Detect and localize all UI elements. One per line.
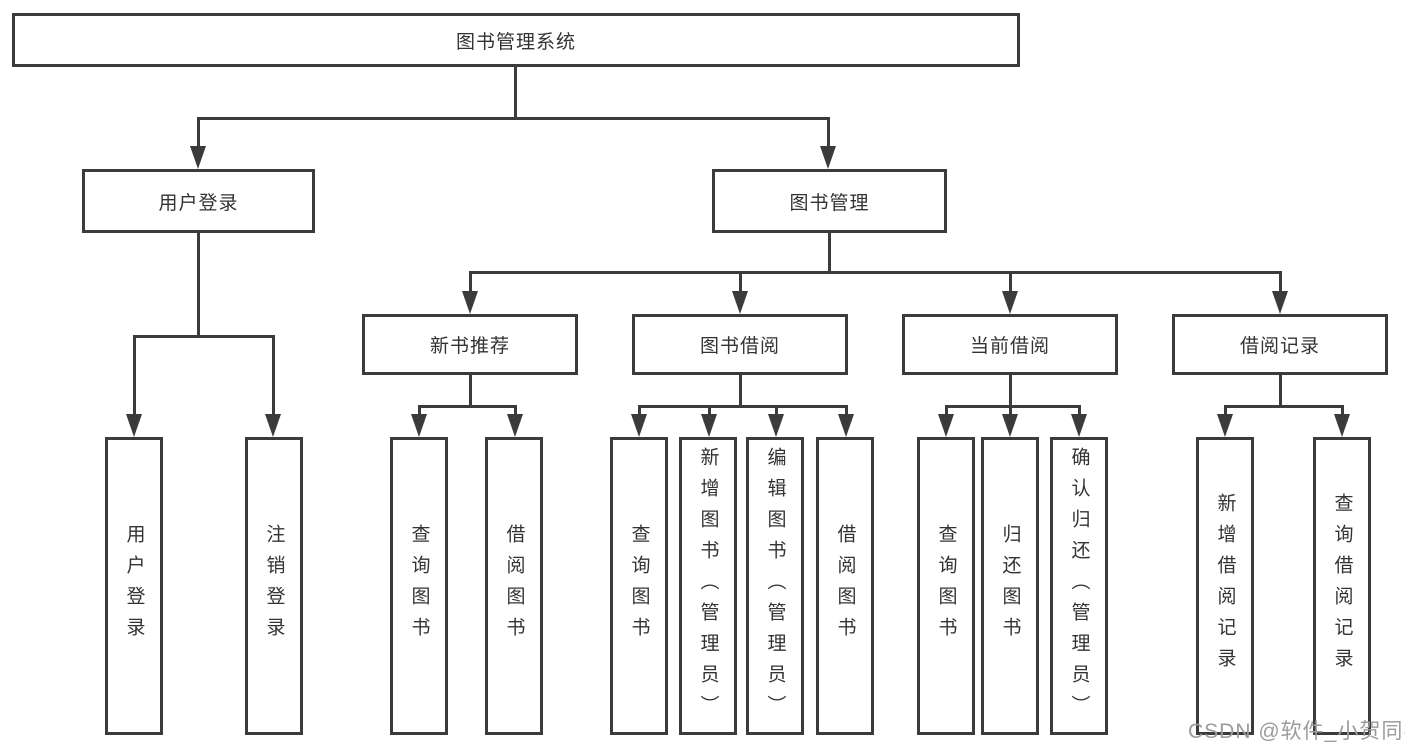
arrow-to-add-books — [701, 414, 717, 437]
arrow-to-borrow-books-2 — [838, 414, 854, 437]
leaf-add-books-admin-label: 新增图书（管理员） — [697, 446, 719, 726]
node-user-login-group: 用户登录 — [82, 169, 315, 233]
leaf-borrow-books-1-label: 借阅图书 — [503, 524, 525, 648]
leaf-query-borrow-record: 查询借阅记录 — [1313, 437, 1371, 735]
leaf-query-books-3-label: 查询图书 — [935, 524, 957, 648]
connector-book-borrowing-stem — [739, 375, 742, 408]
connector-borrowing-records-drop-2 — [1341, 405, 1344, 419]
connector-book-borrowing-drop-3 — [775, 405, 778, 419]
node-root-label: 图书管理系统 — [455, 31, 576, 53]
connector-book-borrowing-drop-1 — [638, 405, 641, 419]
connector-user-login-drop-1 — [133, 335, 136, 417]
leaf-borrow-books-1: 借阅图书 — [485, 437, 543, 735]
leaf-confirm-return-admin: 确认归还（管理员） — [1050, 437, 1108, 735]
leaf-borrow-books-2: 借阅图书 — [816, 437, 874, 735]
connector-current-borrowing-drop-2 — [1009, 405, 1012, 419]
arrow-to-book-management — [820, 146, 836, 169]
connector-drop-new-book — [469, 271, 472, 296]
arrow-to-new-book-recommend — [462, 291, 478, 314]
node-new-book-recommend: 新书推荐 — [362, 314, 578, 375]
leaf-query-books-2-label: 查询图书 — [628, 524, 650, 648]
connector-root-left-drop — [197, 117, 200, 153]
leaf-query-books-1: 查询图书 — [390, 437, 448, 735]
connector-current-borrowing-stem — [1009, 375, 1012, 408]
arrow-to-query-borrow-record — [1334, 414, 1350, 437]
connector-current-borrowing-drop-3 — [1078, 405, 1081, 419]
leaf-query-borrow-record-label: 查询借阅记录 — [1331, 493, 1353, 679]
connector-user-login-drop-2 — [272, 335, 275, 417]
arrow-to-borrowing-records — [1272, 291, 1288, 314]
connector-root-stem — [514, 65, 517, 119]
arrow-to-query-books-1 — [411, 414, 427, 437]
leaf-return-books-label: 归还图书 — [999, 524, 1021, 648]
arrow-to-confirm-return — [1071, 414, 1087, 437]
connector-borrowing-records-drop-1 — [1224, 405, 1227, 419]
node-borrowing-records: 借阅记录 — [1172, 314, 1388, 375]
node-book-management: 图书管理 — [712, 169, 947, 233]
arrow-to-query-books-3 — [938, 414, 954, 437]
connector-borrowing-records-stem — [1279, 375, 1282, 408]
arrow-to-leaf-user-login — [126, 414, 142, 437]
connector-new-book-crossbar — [418, 405, 517, 408]
leaf-user-login-label: 用户登录 — [123, 524, 145, 648]
node-user-login-group-label: 用户登录 — [158, 192, 239, 214]
node-book-management-label: 图书管理 — [789, 192, 870, 214]
leaf-borrow-books-2-label: 借阅图书 — [834, 524, 856, 648]
connector-borrowing-records-crossbar — [1224, 405, 1344, 408]
leaf-query-books-1-label: 查询图书 — [408, 524, 430, 648]
connector-drop-book-borrowing — [739, 271, 742, 296]
leaf-add-borrow-record: 新增借阅记录 — [1196, 437, 1254, 735]
leaf-edit-books-admin-label: 编辑图书（管理员） — [764, 446, 786, 726]
connector-root-right-drop — [827, 117, 830, 153]
connector-book-mgmt-crossbar — [469, 271, 1282, 274]
connector-drop-borrowing-records — [1279, 271, 1282, 296]
node-root: 图书管理系统 — [12, 13, 1020, 67]
arrow-to-user-login-group — [190, 146, 206, 169]
arrow-to-borrow-books-1 — [507, 414, 523, 437]
connector-book-borrowing-drop-2 — [708, 405, 711, 419]
leaf-add-borrow-record-label: 新增借阅记录 — [1214, 493, 1236, 679]
arrow-to-leaf-logout — [265, 414, 281, 437]
connector-drop-current-borrowing — [1009, 271, 1012, 296]
leaf-return-books: 归还图书 — [981, 437, 1039, 735]
connector-book-mgmt-stem — [828, 233, 831, 274]
leaf-add-books-admin: 新增图书（管理员） — [679, 437, 737, 735]
node-current-borrowing-label: 当前借阅 — [969, 336, 1050, 357]
leaf-edit-books-admin: 编辑图书（管理员） — [746, 437, 804, 735]
leaf-logout-label: 注销登录 — [263, 524, 285, 648]
arrow-to-add-borrow-record — [1217, 414, 1233, 437]
connector-new-book-drop-2 — [514, 405, 517, 419]
node-current-borrowing: 当前借阅 — [902, 314, 1118, 375]
leaf-confirm-return-admin-label: 确认归还（管理员） — [1068, 446, 1090, 726]
watermark-text: CSDN @软件_小贺同学 — [1188, 720, 1405, 743]
node-borrowing-records-label: 借阅记录 — [1239, 336, 1320, 357]
leaf-logout: 注销登录 — [245, 437, 303, 735]
leaf-user-login: 用户登录 — [105, 437, 163, 735]
connector-book-borrowing-crossbar — [638, 405, 848, 408]
arrow-to-return-books — [1002, 414, 1018, 437]
connector-book-borrowing-drop-4 — [845, 405, 848, 419]
arrow-to-current-borrowing — [1002, 291, 1018, 314]
node-new-book-recommend-label: 新书推荐 — [429, 336, 510, 357]
connector-user-login-crossbar — [133, 335, 275, 338]
node-book-borrowing: 图书借阅 — [632, 314, 848, 375]
arrow-to-book-borrowing — [732, 291, 748, 314]
leaf-query-books-3: 查询图书 — [917, 437, 975, 735]
arrow-to-query-books-2 — [631, 414, 647, 437]
connector-user-login-stem — [197, 233, 200, 338]
connector-root-crossbar — [197, 117, 830, 120]
connector-current-borrowing-drop-1 — [945, 405, 948, 419]
connector-current-borrowing-crossbar — [945, 405, 1081, 408]
connector-new-book-stem — [469, 375, 472, 408]
node-book-borrowing-label: 图书借阅 — [699, 336, 780, 357]
arrow-to-edit-books — [768, 414, 784, 437]
leaf-query-books-2: 查询图书 — [610, 437, 668, 735]
connector-new-book-drop-1 — [418, 405, 421, 419]
